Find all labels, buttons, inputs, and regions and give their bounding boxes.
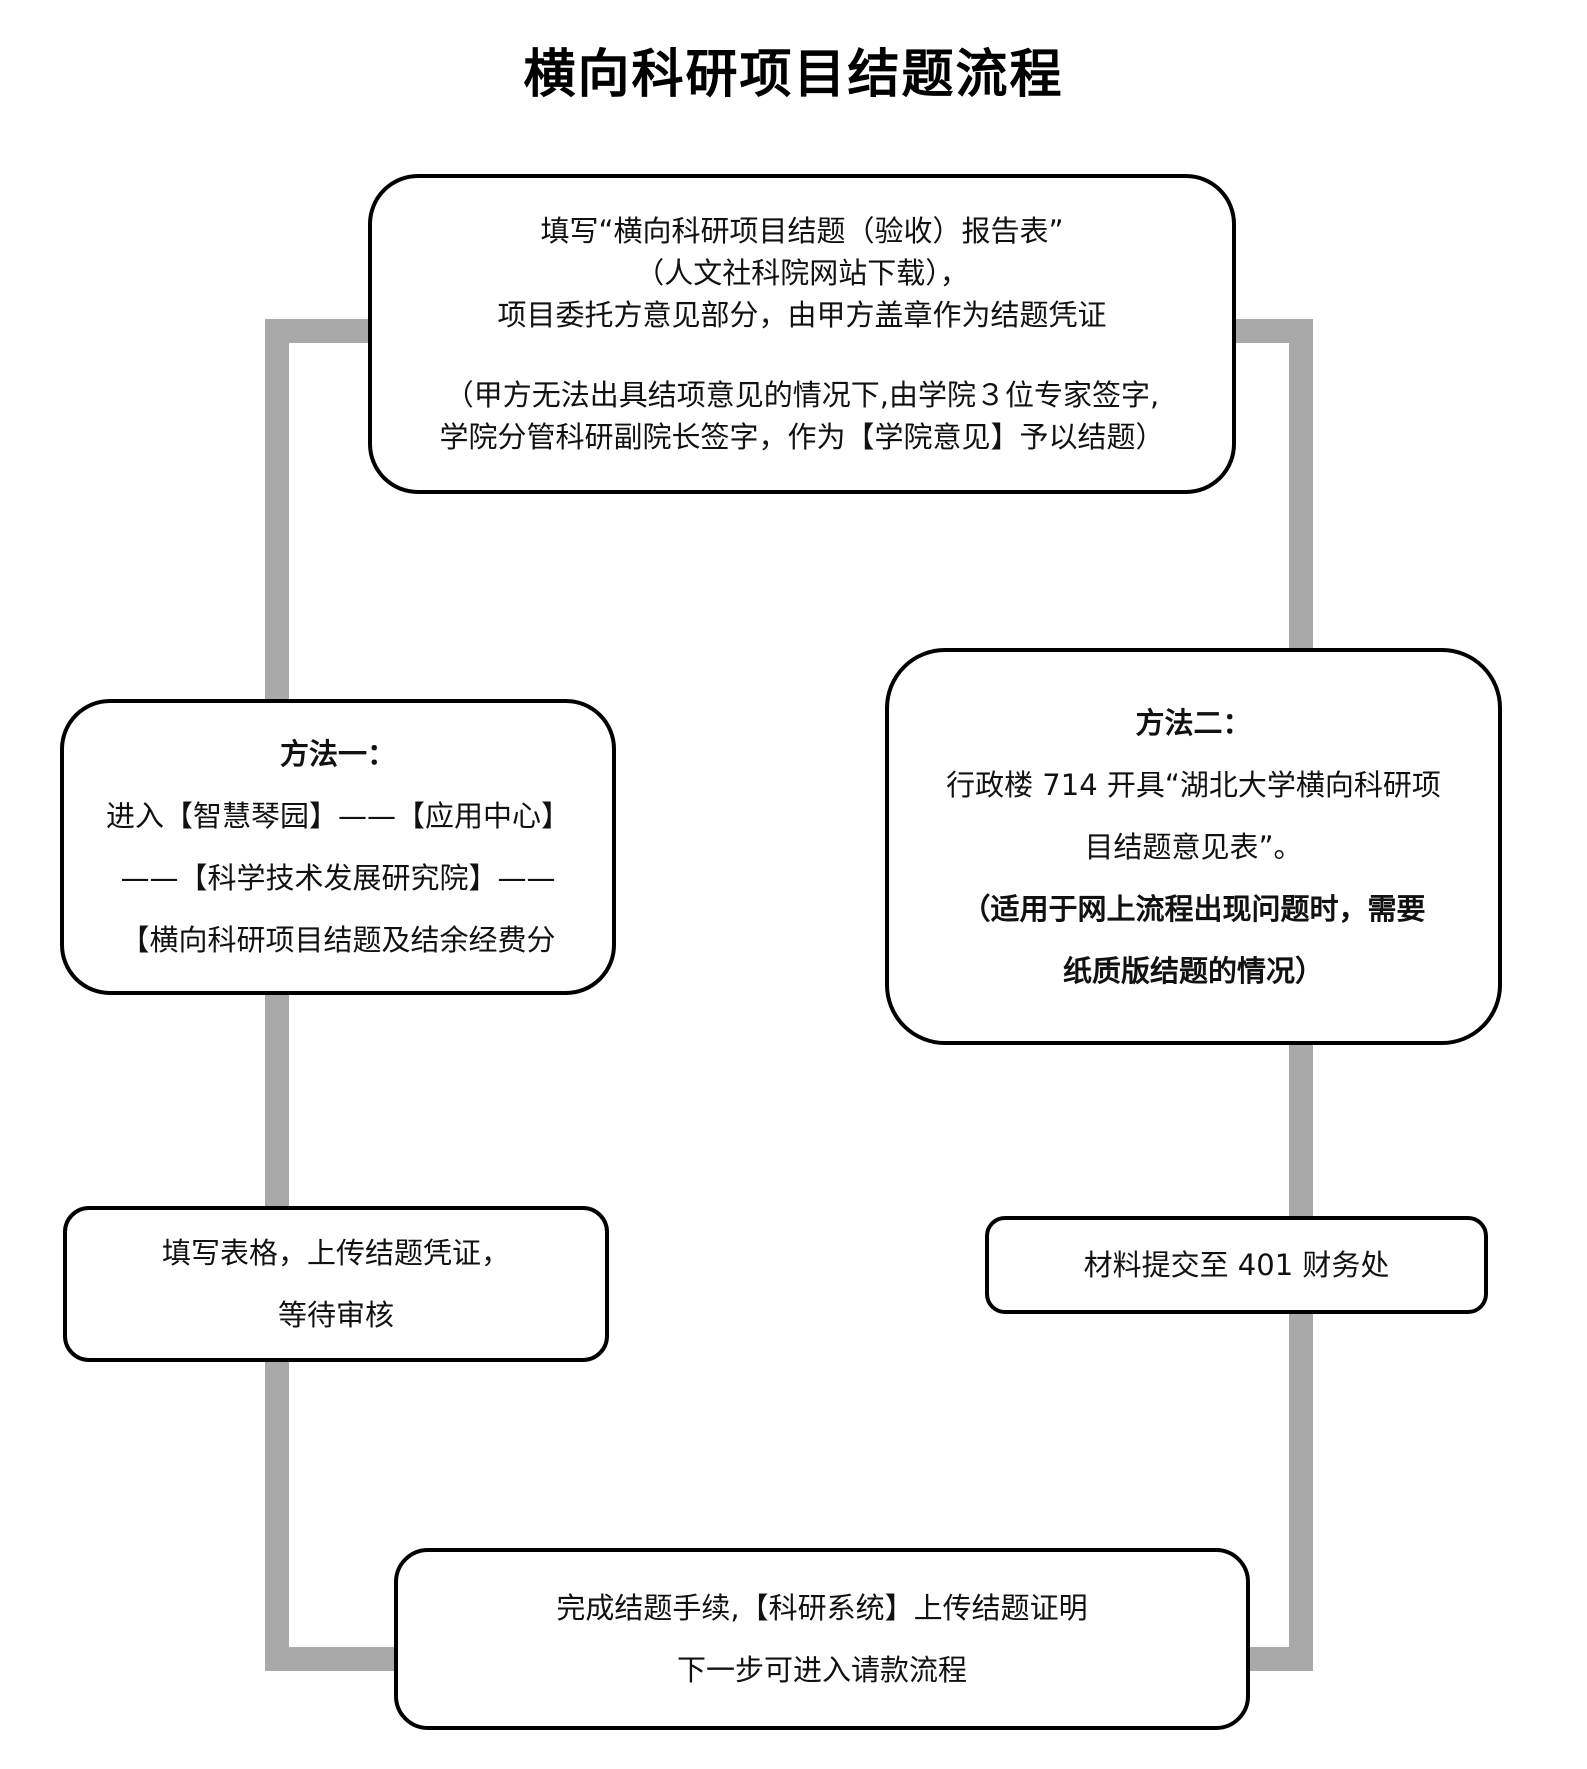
connector-left-bottom	[265, 1647, 397, 1671]
start-line-1: 填写“横向科研项目结题（验收）报告表”	[540, 214, 1064, 248]
method-one-line-3: 【横向科研项目结题及结余经费分	[120, 923, 556, 957]
method-two-note-line-2: 纸质版结题的情况）	[1062, 953, 1324, 988]
submit-materials-node: 材料提交至 401 财务处	[985, 1216, 1488, 1314]
method-one-node: 方法一： 进入【智慧琴园】——【应用中心】 ——【科学技术发展研究院】—— 【横…	[60, 699, 616, 995]
connector-right-bottom	[1247, 1647, 1313, 1671]
start-node: 填写“横向科研项目结题（验收）报告表” （人文社科院网站下载）， 项目委托方意见…	[368, 174, 1236, 494]
method-two-line-2: 目结题意见表”。	[1084, 829, 1303, 864]
end-line-2: 下一步可进入请款流程	[676, 1653, 967, 1687]
fill-form-line-1: 填写表格，上传结题凭证，	[161, 1236, 510, 1270]
method-one-line-2: ——【科学技术发展研究院】——	[120, 861, 556, 895]
method-two-heading: 方法二：	[1135, 705, 1252, 740]
fill-form-node: 填写表格，上传结题凭证， 等待审核	[63, 1206, 609, 1362]
method-one-line-1: 进入【智慧琴园】——【应用中心】	[105, 799, 570, 833]
connector-left-vertical	[265, 319, 289, 1671]
method-two-line-1: 行政楼 714 开具“湖北大学横向科研项	[946, 767, 1441, 802]
method-one-heading: 方法一：	[279, 737, 396, 771]
page-title: 横向科研项目结题流程	[523, 44, 1064, 105]
start-line-2: （人文社科院网站下载），	[635, 256, 969, 290]
start-note-line-1: （甲方无法出具结项意见的情况下,由学院３位专家签字,	[444, 378, 1160, 412]
submit-line-1: 材料提交至 401 财务处	[1083, 1248, 1390, 1282]
method-two-note-line-1: （适用于网上流程出现问题时，需要	[961, 891, 1426, 926]
start-note-line-2: 学院分管科研副院长签字，作为【学院意见】予以结题）	[439, 420, 1165, 454]
method-two-node: 方法二： 行政楼 714 开具“湖北大学横向科研项 目结题意见表”。 （适用于网…	[885, 648, 1502, 1045]
fill-form-line-2: 等待审核	[277, 1298, 394, 1332]
end-line-1: 完成结题手续,【科研系统】上传结题证明	[556, 1591, 1088, 1625]
start-line-3: 项目委托方意见部分，由甲方盖章作为结题凭证	[497, 298, 1107, 332]
end-node: 完成结题手续,【科研系统】上传结题证明 下一步可进入请款流程	[394, 1548, 1250, 1730]
